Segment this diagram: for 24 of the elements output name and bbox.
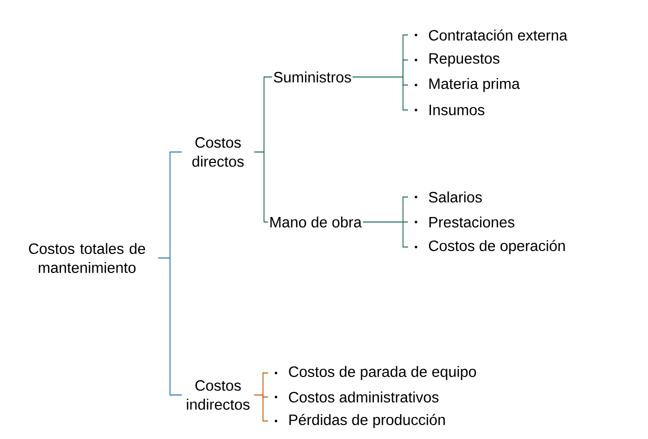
category-label: Costos indirectos (186, 380, 250, 410)
list-item: Prestaciones (414, 216, 514, 228)
node-label: Prestaciones (429, 216, 514, 228)
bracket (254, 394, 268, 422)
list-item: Costos de parada de equipo (274, 366, 476, 380)
list-item: Costos administrativos (274, 391, 438, 402)
list-item: Salarios (414, 192, 482, 202)
category-label: Costos directos (192, 137, 244, 167)
node-label: Salarios (428, 191, 482, 202)
list-item: Repuestos (414, 53, 500, 67)
list-item: Costos de operación (414, 240, 565, 254)
bracket (352, 76, 408, 110)
bracket (158, 258, 182, 396)
bracket (254, 152, 268, 222)
bracket (362, 222, 408, 248)
node-label: Repuestos (429, 53, 500, 67)
category-label: Suministros (274, 72, 351, 82)
list-item: Contratación externa (414, 29, 568, 41)
list-item: Insumos (414, 104, 484, 116)
category-label: Costos totales de mantenimiento (29, 242, 146, 273)
list-item: Materia prima (414, 78, 520, 92)
list-item: Pérdidas de producción (274, 414, 445, 428)
category-label: Mano de obra (270, 216, 362, 228)
node-label: Insumos (430, 104, 484, 116)
